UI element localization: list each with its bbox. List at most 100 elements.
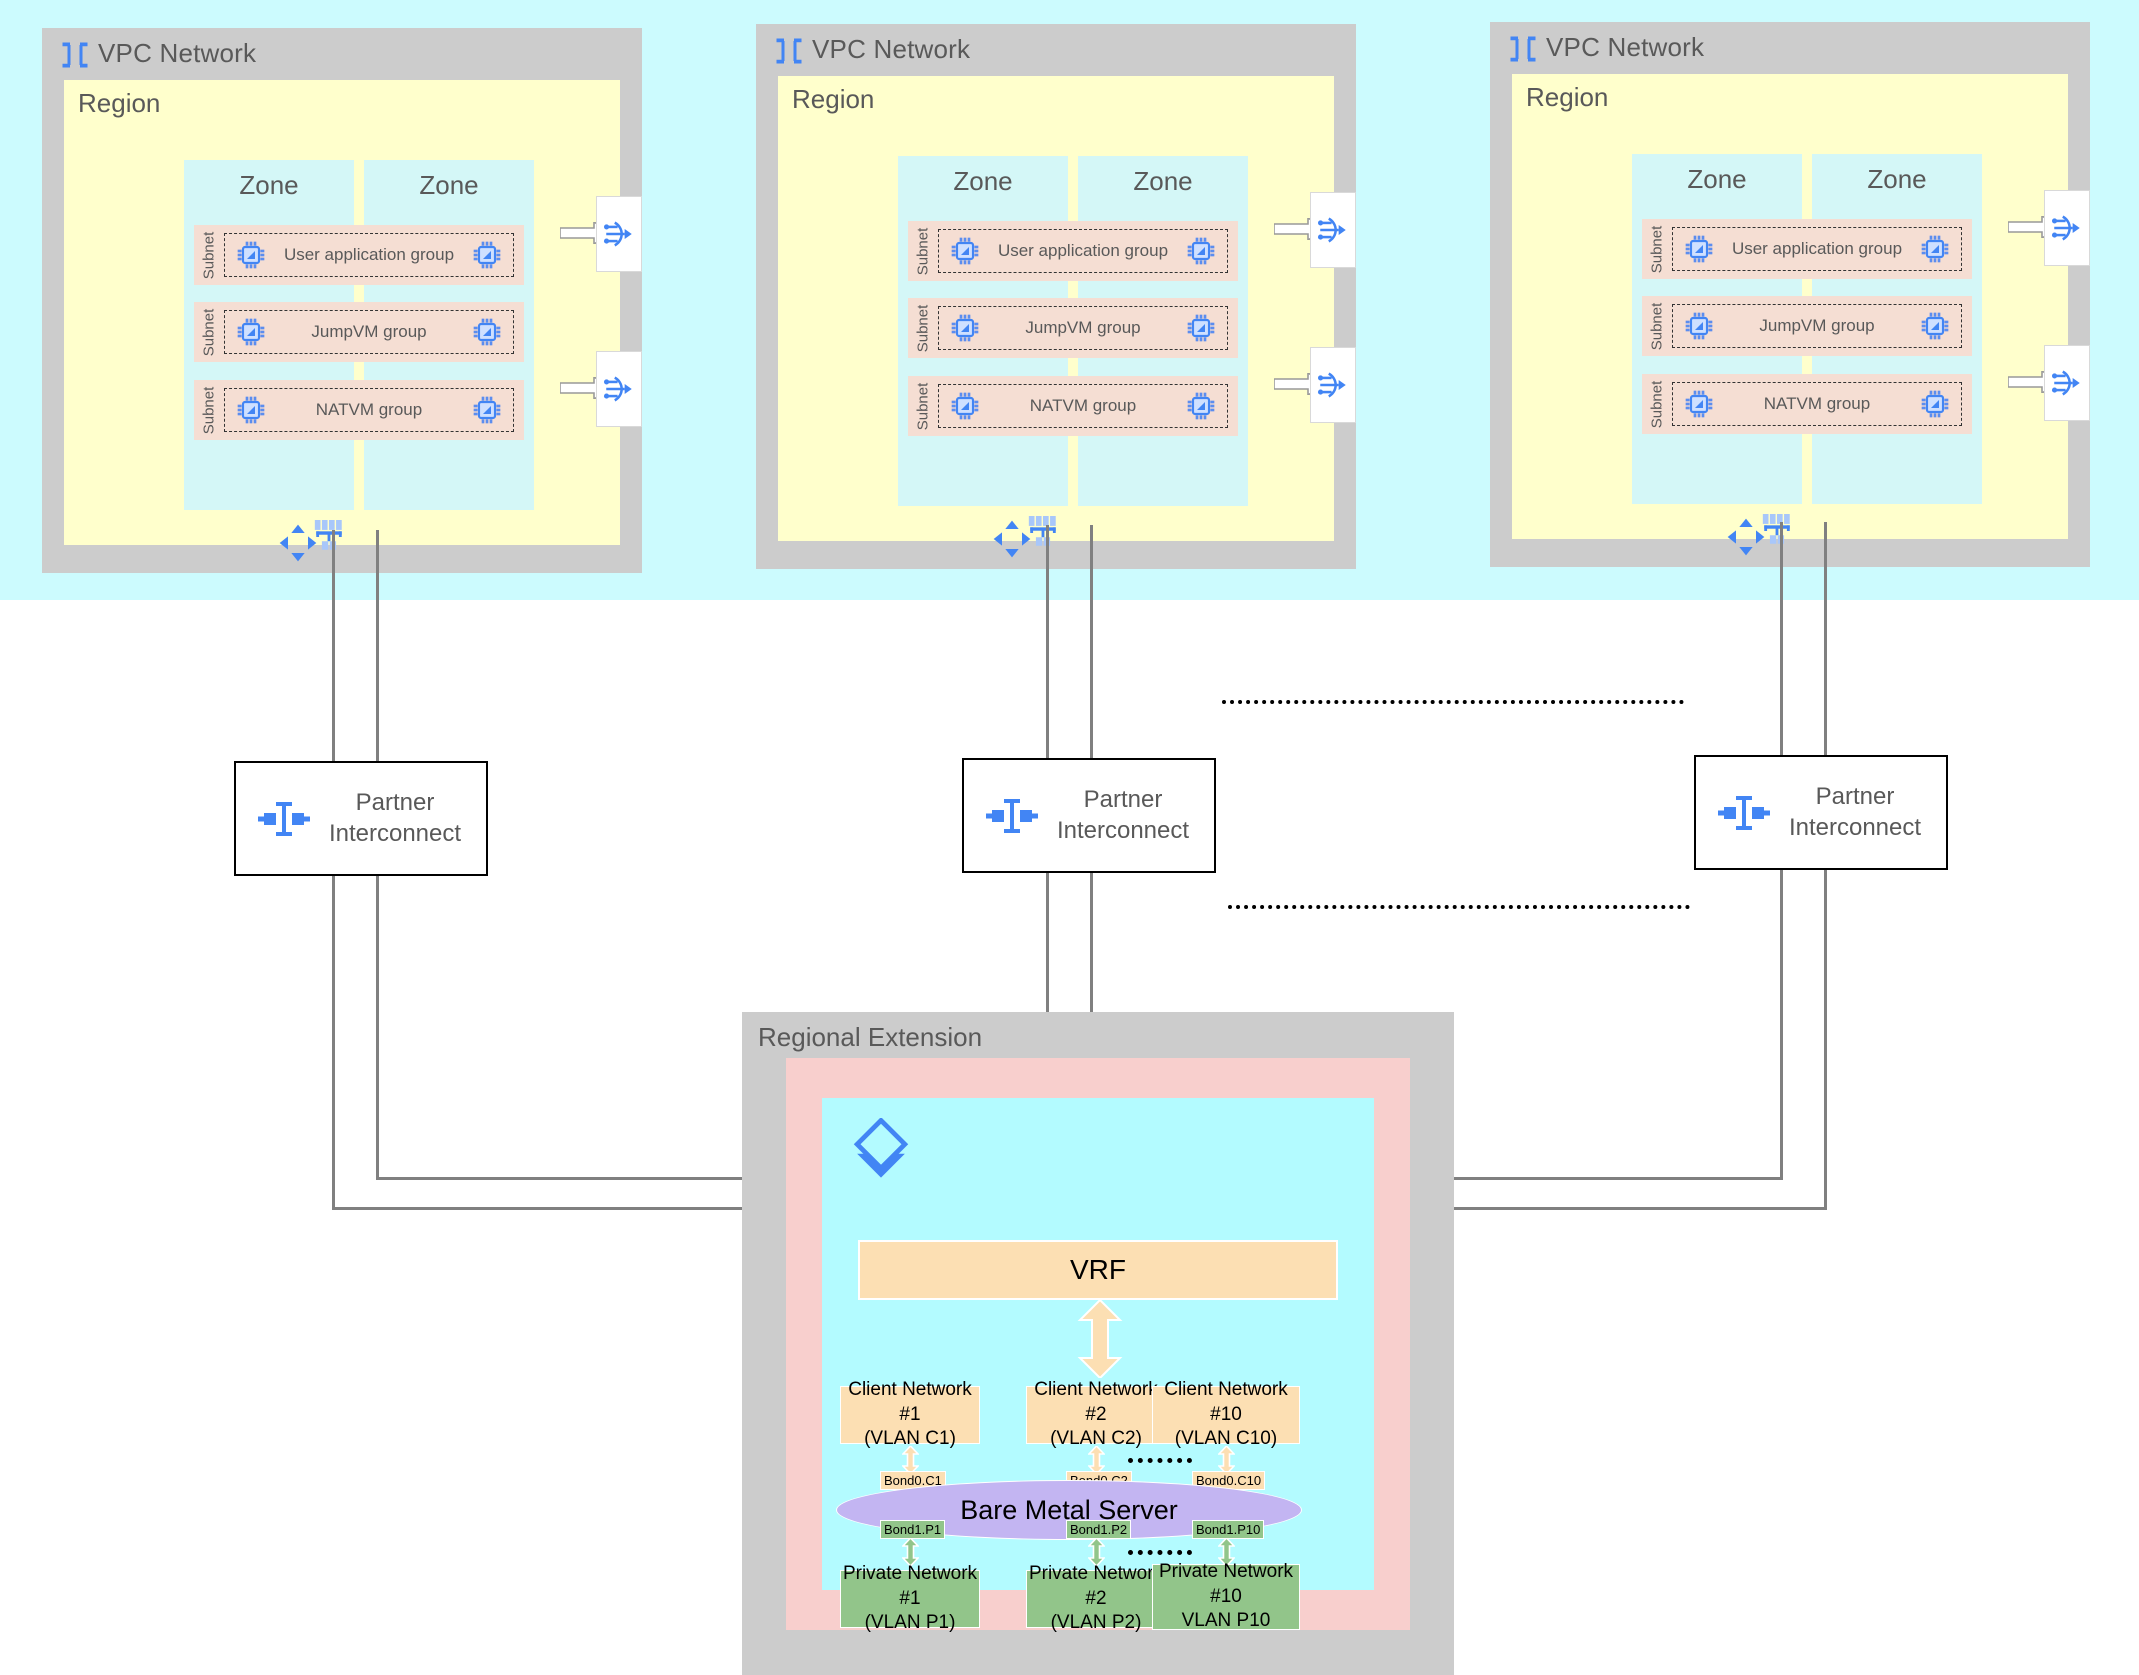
bond-label-c1: Bond0.C1 bbox=[880, 1471, 946, 1490]
private-network-2[interactable]: Private Network #2 (VLAN P2) bbox=[1026, 1563, 1166, 1633]
region-label: Region bbox=[78, 88, 161, 118]
private-network-line-2: #10 bbox=[1210, 1585, 1242, 1607]
vm-chip-icon bbox=[235, 239, 267, 271]
regional-extension-cyan-layer: VRF Client Network #1 (VLAN C1) Client N… bbox=[822, 1098, 1374, 1633]
vm-chip-icon bbox=[1683, 310, 1715, 342]
private-network-line-2: (VLAN P2) bbox=[1050, 1612, 1142, 1634]
subnet-natvm[interactable]: Subnet NATVM group bbox=[908, 376, 1238, 436]
instance-group-box[interactable]: JumpVM group bbox=[224, 310, 514, 354]
pi-line-1: Partner bbox=[1815, 782, 1895, 810]
subnet-label: Subnet bbox=[200, 308, 218, 356]
subnet-jumpvm[interactable]: Subnet JumpVM group bbox=[194, 302, 524, 362]
subnet-label: Subnet bbox=[914, 382, 932, 430]
vm-chip-icon bbox=[1185, 235, 1217, 267]
instance-group-box[interactable]: User application group bbox=[938, 229, 1228, 273]
region-container: Region Zone Zone Subnet User application… bbox=[778, 76, 1334, 546]
partner-interconnect-label: Partner Interconnect bbox=[310, 763, 480, 874]
load-balancer-box[interactable] bbox=[1310, 192, 1356, 268]
vm-chip-icon bbox=[1919, 233, 1951, 265]
instance-group-box[interactable]: NATVM group bbox=[938, 384, 1228, 428]
vm-chip-icon bbox=[471, 316, 503, 348]
subnet-jumpvm[interactable]: Subnet JumpVM group bbox=[908, 298, 1238, 358]
cloud-router-icon bbox=[278, 523, 318, 563]
pi-line-2: Interconnect bbox=[1056, 816, 1190, 844]
private-network-1[interactable]: Private Network #1 (VLAN P1) bbox=[840, 1563, 980, 1633]
load-balancer-box[interactable] bbox=[2044, 345, 2090, 421]
instance-group-box[interactable]: JumpVM group bbox=[1672, 304, 1962, 348]
zone-label: Zone bbox=[419, 170, 479, 200]
private-network-line-2: (VLAN P1) bbox=[864, 1612, 956, 1634]
zone-label: Zone bbox=[1687, 164, 1747, 194]
subnet-label: Subnet bbox=[914, 304, 932, 352]
vpc-network-icon bbox=[60, 40, 90, 70]
instance-group-box[interactable]: User application group bbox=[1672, 227, 1962, 271]
group-label: User application group bbox=[1731, 239, 1903, 258]
zone-label: Zone bbox=[1867, 164, 1927, 194]
vm-chip-icon bbox=[949, 390, 981, 422]
region-label: Region bbox=[792, 84, 875, 114]
vm-chip-icon bbox=[1919, 310, 1951, 342]
client-network-1[interactable]: Client Network #1 (VLAN C1) bbox=[840, 1379, 980, 1449]
partner-interconnect-icon bbox=[258, 800, 310, 838]
zone-label: Zone bbox=[1133, 166, 1193, 196]
instance-group-box[interactable]: NATVM group bbox=[1672, 382, 1962, 426]
group-label: JumpVM group bbox=[311, 322, 427, 341]
subnet-user-application[interactable]: Subnet User application group bbox=[908, 221, 1238, 281]
client-network-line-2: (VLAN C2) bbox=[1050, 1428, 1142, 1450]
client-network-10[interactable]: Client Network #10 (VLAN C10) bbox=[1152, 1379, 1300, 1449]
pi-line-1: Partner bbox=[355, 788, 435, 816]
load-balancer-icon bbox=[2050, 211, 2084, 245]
vpc-title: VPC Network bbox=[98, 38, 257, 68]
region-container: Region Zone Zone Subnet User application… bbox=[64, 80, 620, 550]
region-label: Region bbox=[1526, 82, 1609, 112]
vm-chip-icon bbox=[1683, 388, 1715, 420]
partner-interconnect-2[interactable]: Partner Interconnect bbox=[962, 758, 1216, 873]
repeat-indicator-bottom bbox=[1228, 905, 1690, 909]
instance-group-box[interactable]: JumpVM group bbox=[938, 306, 1228, 350]
client-network-line-1: Client Network #2 bbox=[1034, 1378, 1158, 1425]
instance-group-box[interactable]: NATVM group bbox=[224, 388, 514, 432]
load-balancer-icon bbox=[602, 372, 636, 406]
client-network-2[interactable]: Client Network #2 (VLAN C2) bbox=[1026, 1379, 1166, 1449]
client-bond-arrow-10 bbox=[1218, 1446, 1235, 1474]
load-balancer-box[interactable] bbox=[1310, 347, 1356, 423]
partner-interconnect-3[interactable]: Partner Interconnect bbox=[1694, 755, 1948, 870]
regional-extension-label: Regional Extension bbox=[758, 1022, 983, 1052]
load-balancer-icon bbox=[1316, 368, 1350, 402]
partner-interconnect-icon bbox=[1718, 794, 1770, 832]
subnet-jumpvm[interactable]: Subnet JumpVM group bbox=[1642, 296, 1972, 356]
client-network-line-2: (VLAN C10) bbox=[1174, 1428, 1278, 1450]
load-balancer-box[interactable] bbox=[2044, 190, 2090, 266]
vrf-box[interactable]: VRF bbox=[858, 1240, 1338, 1300]
instance-group-box[interactable]: User application group bbox=[224, 233, 514, 277]
load-balancer-box[interactable] bbox=[596, 196, 642, 272]
client-network-line-1: Client Network #10 bbox=[1164, 1378, 1288, 1425]
vpc-network-3[interactable]: VPC Network Region Zone Zone Subnet User… bbox=[1490, 22, 2090, 567]
subnet-label: Subnet bbox=[200, 386, 218, 434]
load-balancer-box[interactable] bbox=[596, 351, 642, 427]
bond-label-p1: Bond1.P1 bbox=[880, 1520, 946, 1539]
pi-line-1: Partner bbox=[1083, 785, 1163, 813]
regional-extension[interactable]: Regional Extension VRF Client Network #1… bbox=[742, 1012, 1454, 1675]
private-network-10[interactable]: Private Network #10 VLAN P10 bbox=[1152, 1561, 1300, 1631]
vm-chip-icon bbox=[1185, 312, 1217, 344]
subnet-user-application[interactable]: Subnet User application group bbox=[1642, 219, 1972, 279]
subnet-label: Subnet bbox=[914, 227, 932, 275]
load-balancer-icon bbox=[2050, 366, 2084, 400]
subnet-user-application[interactable]: Subnet User application group bbox=[194, 225, 524, 285]
partner-interconnect-label: Partner Interconnect bbox=[1770, 757, 1940, 868]
connector-line bbox=[376, 1177, 852, 1180]
subnet-label: Subnet bbox=[1648, 302, 1666, 350]
bond-label-p10: Bond1.P10 bbox=[1192, 1520, 1265, 1539]
vpc-network-2[interactable]: VPC Network Region Zone Zone Subnet User… bbox=[756, 24, 1356, 569]
subnet-label: Subnet bbox=[200, 231, 218, 279]
partner-interconnect-1[interactable]: Partner Interconnect bbox=[234, 761, 488, 876]
vpc-title: VPC Network bbox=[812, 34, 971, 64]
repeat-indicator-top bbox=[1222, 700, 1684, 704]
subnet-label: Subnet bbox=[1648, 225, 1666, 273]
group-label: JumpVM group bbox=[1759, 316, 1875, 335]
subnet-natvm[interactable]: Subnet NATVM group bbox=[194, 380, 524, 440]
vpc-network-1[interactable]: VPC Network Region Zone Zone Subnet User… bbox=[42, 28, 642, 573]
subnet-natvm[interactable]: Subnet NATVM group bbox=[1642, 374, 1972, 434]
